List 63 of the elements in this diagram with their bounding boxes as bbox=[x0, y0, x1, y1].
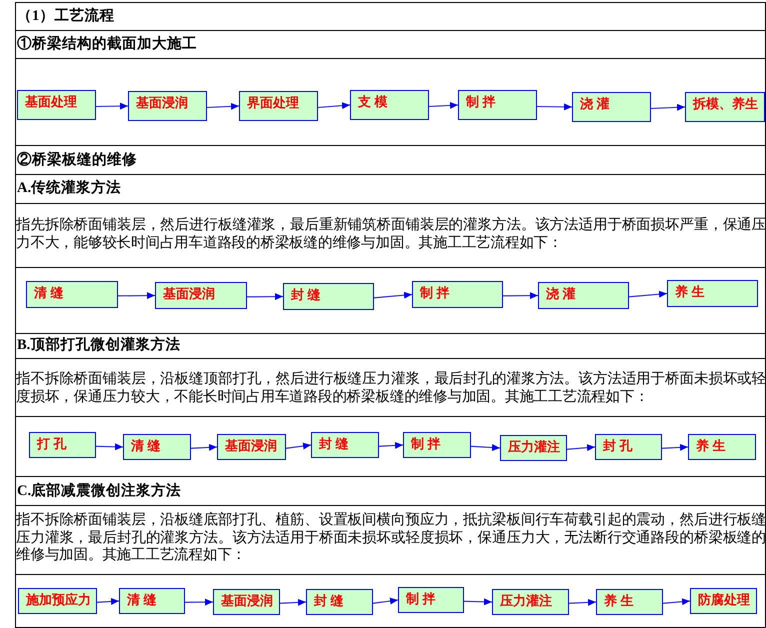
paragraph: 指不拆除桥面铺装层，沿板缝顶部打孔，然后进行板缝压力灌浆，最后封孔的灌浆方法。该方法适用于桥面未损坏或轻度损坏，保通压力较大，不能长时间占用车道路段的桥梁板缝的维修与加固。其施工工艺流程如下： bbox=[16, 371, 766, 406]
heading: （1）工艺流程 bbox=[17, 7, 114, 25]
arrow bbox=[118, 292, 155, 300]
section-heading: C.底部减震微创注浆方法 bbox=[17, 482, 182, 500]
process-box: 封 缝 bbox=[306, 589, 373, 615]
process-box: 基面浸润 bbox=[155, 282, 247, 309]
arrow bbox=[464, 598, 492, 606]
process-box: 压力灌注 bbox=[492, 589, 569, 615]
paragraph: 指先拆除桥面铺装层，然后进行板缝灌浆，最后重新铺筑桥面铺装层的灌浆方法。该方法适用于桥面损坏严重，保通压力不大，能够较长时间占用车道路段的桥梁板缝的维修与加固。其施工工艺流程如下： bbox=[16, 217, 766, 252]
process-box: 养 生 bbox=[596, 589, 663, 615]
arrow bbox=[470, 444, 500, 452]
arrow bbox=[372, 598, 398, 605]
process-box: 养 生 bbox=[667, 280, 758, 307]
arrow bbox=[280, 598, 306, 606]
arrow bbox=[662, 444, 688, 451]
section-heading: ①桥梁结构的截面加大施工 bbox=[17, 35, 197, 53]
section-heading: B.顶部打孔微创灌浆方法 bbox=[17, 336, 180, 354]
arrow bbox=[428, 102, 458, 109]
process-box: 养 生 bbox=[688, 434, 756, 460]
process-box: 施加预应力 bbox=[18, 588, 97, 614]
process-box: 压力灌注 bbox=[500, 435, 567, 461]
arrow bbox=[650, 104, 686, 111]
arrow bbox=[374, 292, 412, 299]
section-heading: ②桥梁板缝的维修 bbox=[17, 150, 137, 168]
arrow bbox=[206, 102, 240, 110]
process-box: 基面浸润 bbox=[213, 589, 280, 615]
arrow bbox=[568, 598, 596, 606]
process-box: 制 拌 bbox=[403, 432, 471, 458]
arrow bbox=[318, 102, 350, 110]
process-box: 打 孔 bbox=[29, 432, 96, 458]
arrow bbox=[503, 292, 538, 300]
process-box: 界面处理 bbox=[239, 91, 318, 121]
paragraph: 指不拆除桥面铺装层，沿板缝底部打孔、植筋、设置板间横向预应力，抵抗梁板间行车荷载引起的震动，然后进行板缝压力灌浆，最后封孔的灌浆方法。该方法适用于桥面未损坏或轻度损坏，保通压力大，无法断行交通路段的桥梁板缝的维修与加固。其施工工艺流程如下： bbox=[16, 512, 766, 564]
process-box: 清 缝 bbox=[123, 434, 191, 460]
arrow bbox=[566, 444, 596, 452]
process-box: 基面浸润 bbox=[217, 434, 286, 460]
arrow bbox=[96, 443, 124, 450]
process-box: 制 拌 bbox=[458, 90, 537, 120]
process-box: 浇 灌 bbox=[538, 282, 629, 309]
process-box: 防腐处理 bbox=[690, 588, 757, 614]
arrow bbox=[378, 442, 404, 449]
process-box: 制 拌 bbox=[398, 587, 464, 613]
arrow bbox=[96, 598, 120, 605]
process-box: 基面处理 bbox=[17, 90, 96, 120]
arrow bbox=[185, 598, 213, 606]
section-heading: A.传统灌浆方法 bbox=[17, 179, 122, 197]
process-box: 清 缝 bbox=[26, 281, 118, 308]
process-box: 封 孔 bbox=[595, 434, 662, 460]
process-box: 清 缝 bbox=[119, 588, 185, 614]
process-box: 基面浸润 bbox=[128, 91, 207, 121]
arrow bbox=[537, 103, 572, 110]
arrow bbox=[247, 293, 283, 300]
process-box: 封 缝 bbox=[311, 432, 379, 458]
arrow bbox=[662, 598, 690, 606]
process-box: 制 拌 bbox=[412, 281, 503, 308]
process-box: 浇 灌 bbox=[572, 92, 651, 122]
arrow bbox=[286, 442, 312, 450]
arrow bbox=[96, 102, 128, 110]
process-box: 支 模 bbox=[350, 90, 429, 120]
process-box: 封 缝 bbox=[283, 283, 374, 310]
process-box: 拆模、养生 bbox=[685, 92, 765, 122]
arrow bbox=[190, 444, 218, 451]
arrow bbox=[628, 290, 668, 298]
